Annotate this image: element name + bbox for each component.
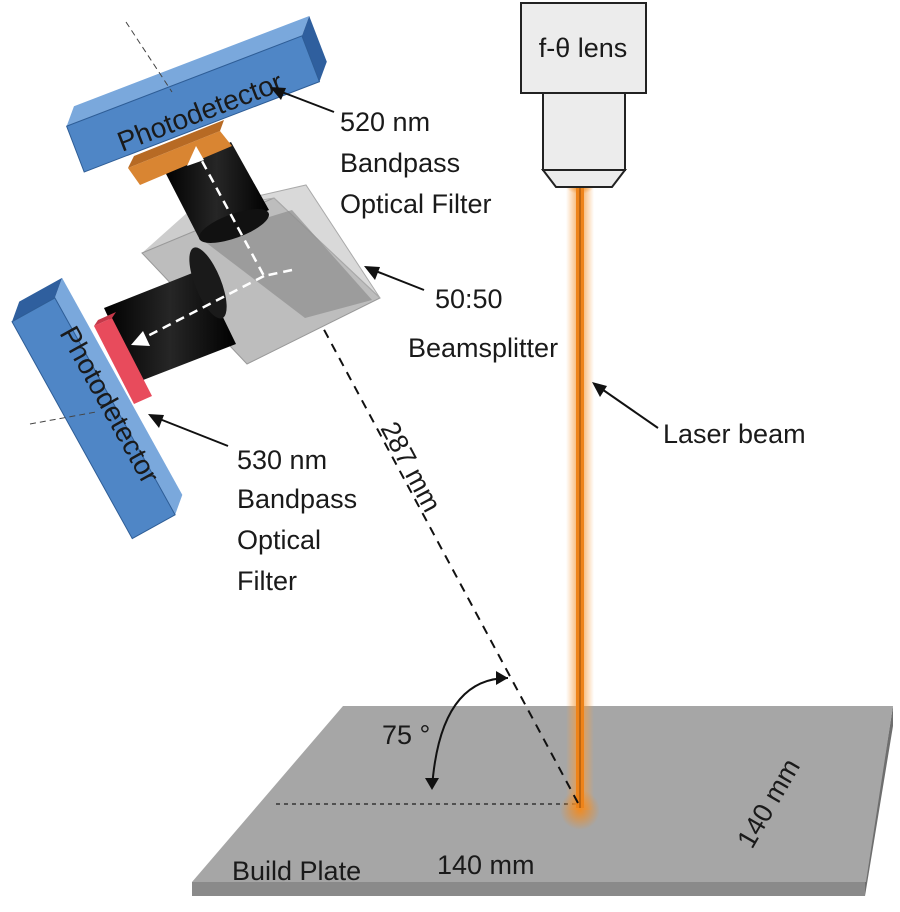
svg-text:Optical: Optical [237,525,321,555]
svg-text:50:50: 50:50 [435,284,503,314]
upper-detector-assembly [65,15,327,243]
svg-text:Filter: Filter [237,566,297,596]
lower-detector-assembly [11,247,236,540]
build-plate [192,706,893,896]
filter-520-label: 520 nm Bandpass Optical Filter [340,107,492,219]
optical-path [131,146,293,346]
distance-line [291,269,579,804]
filter-530-label: 530 nm Bandpass Optical Filter [237,445,357,596]
laser-beam-label: Laser beam [663,419,806,449]
callout-arrowheads [148,87,607,428]
angle-arc [425,671,509,790]
f-theta-lens [520,2,647,188]
svg-text:520 nm: 520 nm [340,107,430,137]
svg-text:Bandpass: Bandpass [340,148,460,178]
svg-text:Beamsplitter: Beamsplitter [408,333,558,363]
svg-text:Optical Filter: Optical Filter [340,189,492,219]
laser-beam [560,178,600,830]
svg-text:530 nm: 530 nm [237,445,327,475]
plate-width-label: 140 mm [437,850,535,880]
build-plate-label: Build Plate [232,856,361,886]
angle-label: 75 ° [382,720,430,750]
svg-text:Bandpass: Bandpass [237,484,357,514]
beamsplitter-label: 50:50 Beamsplitter [408,284,558,363]
lens-label: f-θ lens [539,33,628,63]
distance-label: 287 mm [375,417,447,517]
